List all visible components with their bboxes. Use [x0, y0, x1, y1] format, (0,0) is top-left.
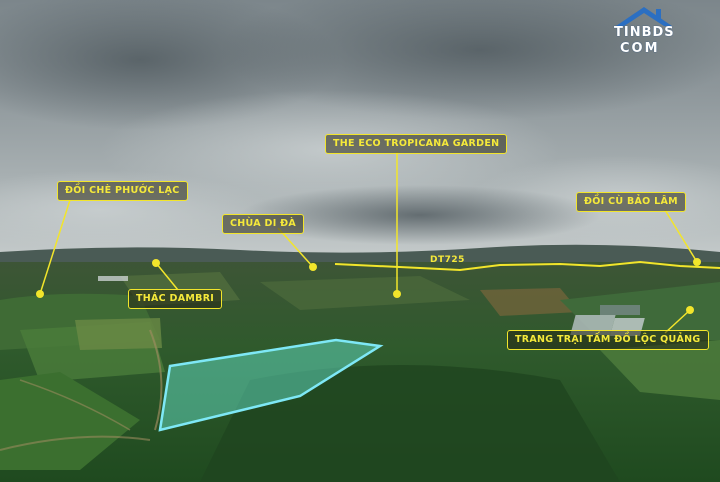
leader-doi-che — [39, 199, 71, 295]
label-thac-dambri: THÁC DAMBRI — [128, 289, 223, 309]
label-trang-trai: TRANG TRẠI TẤM ĐỒ LỘC QUẢNG — [507, 330, 709, 350]
label-eco-tropicana-garden: THE ECO TROPICANA GARDEN — [325, 134, 508, 154]
leader-chua — [277, 227, 314, 268]
label-chua-di-da: CHÙA DI ĐÀ — [222, 214, 305, 234]
marker-chua — [309, 263, 317, 271]
marker-trang-trai — [686, 306, 694, 314]
label-road-dt725: DT725 — [430, 255, 465, 265]
project-plot-highlight — [158, 338, 384, 432]
marker-doi-che — [36, 290, 44, 298]
tinbds-logo: TINBDS COM — [612, 4, 676, 62]
logo-line2: COM — [620, 41, 660, 56]
marker-thac — [152, 259, 160, 267]
marker-doi-cu — [693, 258, 701, 266]
marker-eco — [393, 290, 401, 298]
road-dt725-line — [334, 260, 720, 272]
label-doi-cu-bao-lam: ĐỒI CÙ BẢO LÂM — [576, 192, 686, 212]
logo-line1: TINBDS — [614, 25, 675, 40]
leader-trang-trai — [664, 309, 691, 334]
label-doi-che-phuoc-lac: ĐỒI CHÈ PHƯỚC LẠC — [57, 181, 188, 201]
leader-doi-cu — [664, 209, 698, 263]
house-roof-icon — [616, 7, 672, 26]
leader-thac — [155, 262, 179, 291]
